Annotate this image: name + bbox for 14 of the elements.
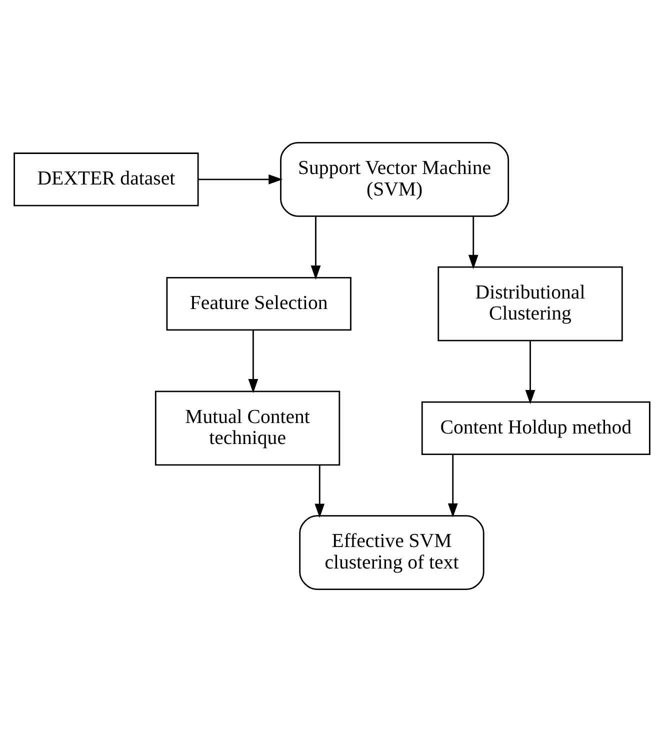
node-box: Content Holdup method xyxy=(421,400,650,455)
arrow xyxy=(448,454,458,518)
node-box: Effective SVM clustering of text xyxy=(299,514,484,590)
arrow xyxy=(525,340,536,404)
node-box: DEXTER dataset xyxy=(14,152,199,206)
arrow xyxy=(198,174,283,184)
arrow xyxy=(468,216,478,269)
node-box: Support Vector Machine (SVM) xyxy=(280,141,510,216)
node-box: Distributional Clustering xyxy=(438,266,623,341)
arrow xyxy=(248,330,258,393)
arrow xyxy=(314,465,325,518)
node-box: Feature Selection xyxy=(166,276,352,330)
node-box: Mutual Content technique xyxy=(154,390,340,466)
arrow xyxy=(310,216,321,280)
